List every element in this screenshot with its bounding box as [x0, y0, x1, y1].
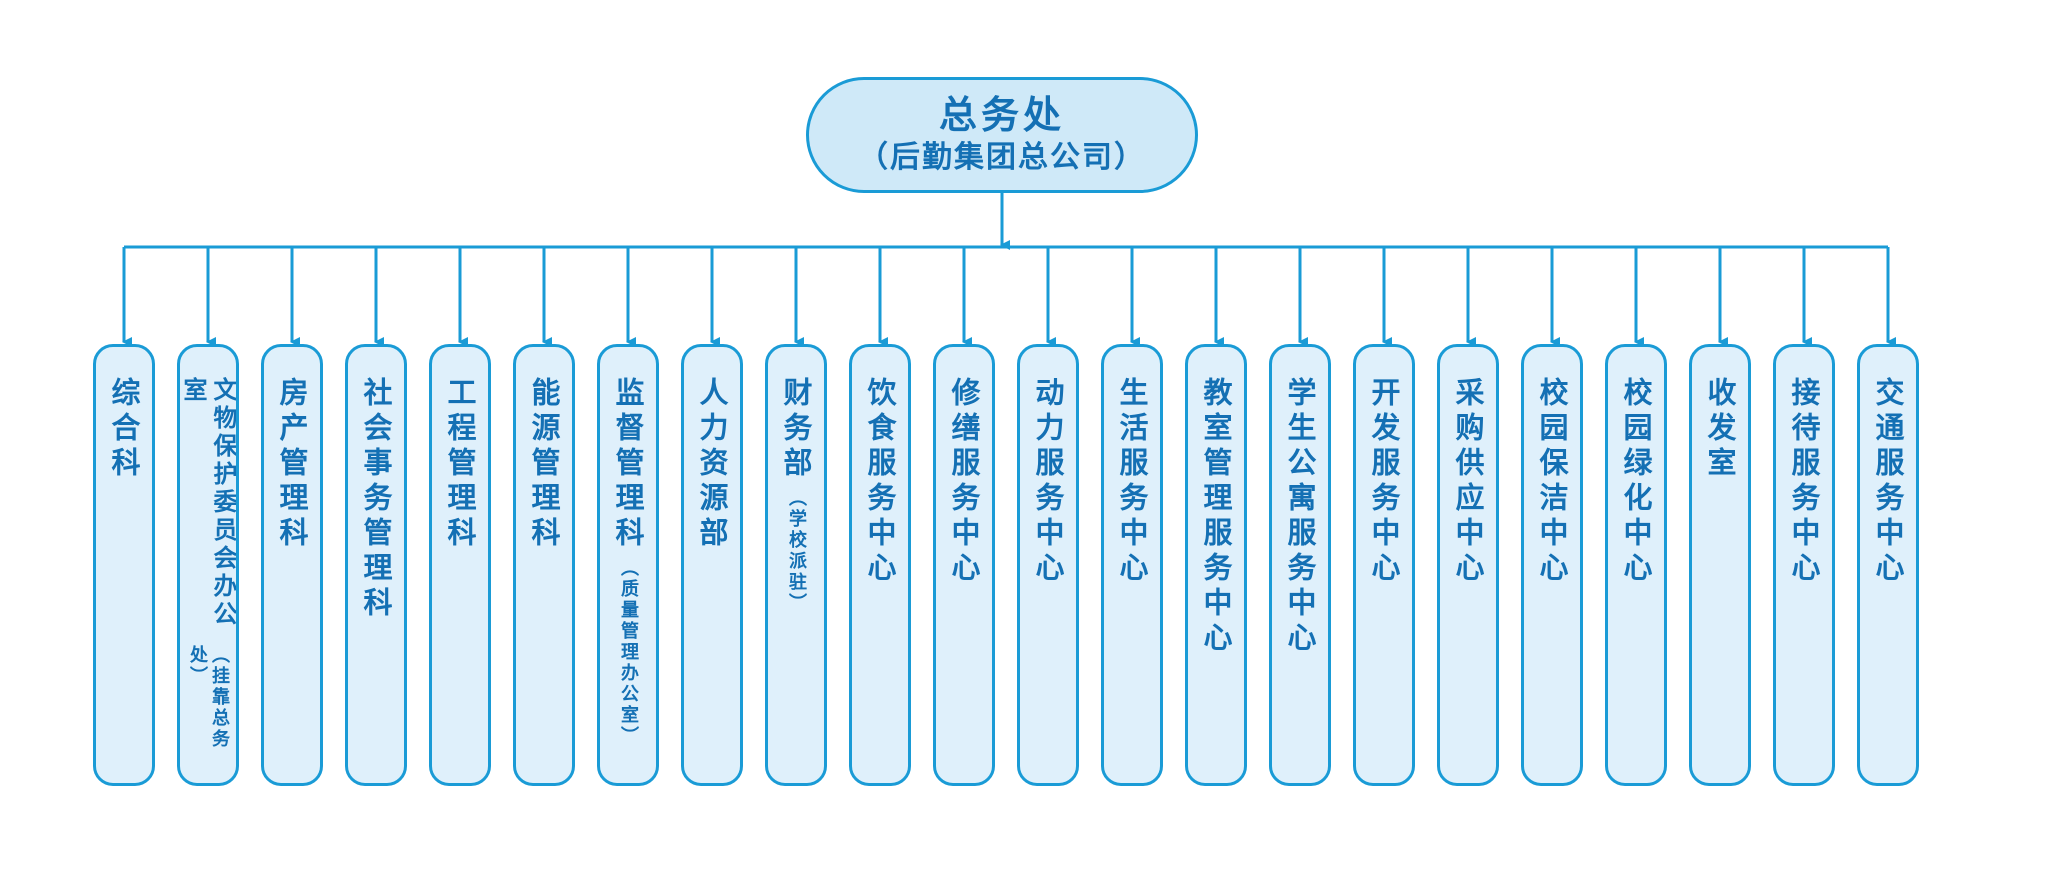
- department-name: 校园绿化中心: [1619, 377, 1653, 587]
- department-node: 动力服务中心: [1017, 344, 1079, 786]
- department-name: 修缮服务中心: [947, 377, 981, 587]
- department-node: 房产管理科: [261, 344, 323, 786]
- department-name: 饮食服务中心: [863, 377, 897, 587]
- department-name: 校园保洁中心: [1535, 377, 1569, 587]
- root-node-general-affairs: 总务处 （后勤集团总公司）: [806, 77, 1198, 193]
- department-node: 人力资源部: [681, 344, 743, 786]
- department-node: 综合科: [93, 344, 155, 786]
- department-node: 生活服务中心: [1101, 344, 1163, 786]
- department-node: 开发服务中心: [1353, 344, 1415, 786]
- department-name: 综合科: [107, 377, 141, 482]
- department-name: 教室管理服务中心: [1199, 377, 1233, 657]
- department-name: 工程管理科: [443, 377, 477, 552]
- department-node: 财务部 （学校派驻）: [765, 344, 827, 786]
- department-note: （学校派驻）: [786, 488, 807, 614]
- department-node: 饮食服务中心: [849, 344, 911, 786]
- department-node: 采购供应中心: [1437, 344, 1499, 786]
- department-node: 文物保护委员会办公室 （挂靠总务处）: [177, 344, 239, 786]
- department-name: 收发室: [1703, 377, 1737, 482]
- department-name: 人力资源部: [695, 377, 729, 552]
- department-name: 动力服务中心: [1031, 377, 1065, 587]
- department-name: 交通服务中心: [1871, 377, 1905, 587]
- department-node: 社会事务管理科: [345, 344, 407, 786]
- department-note: （质量管理办公室）: [618, 558, 639, 747]
- department-name: 财务部: [779, 377, 813, 482]
- department-node: 学生公寓服务中心: [1269, 344, 1331, 786]
- root-title: 总务处: [938, 93, 1065, 137]
- department-note: （挂靠总务处）: [187, 645, 230, 751]
- department-node: 教室管理服务中心: [1185, 344, 1247, 786]
- department-name: 生活服务中心: [1115, 377, 1149, 587]
- department-name: 社会事务管理科: [359, 377, 393, 622]
- department-node: 工程管理科: [429, 344, 491, 786]
- department-name: 能源管理科: [527, 377, 561, 552]
- department-name: 监督管理科: [611, 377, 645, 552]
- department-name: 接待服务中心: [1787, 377, 1821, 587]
- department-node: 校园保洁中心: [1521, 344, 1583, 786]
- department-name: 采购供应中心: [1451, 377, 1485, 587]
- department-node: 校园绿化中心: [1605, 344, 1667, 786]
- department-node: 能源管理科: [513, 344, 575, 786]
- department-name: 开发服务中心: [1367, 377, 1401, 587]
- department-name: 文物保护委员会办公室: [179, 377, 237, 629]
- department-node: 接待服务中心: [1773, 344, 1835, 786]
- department-name: 房产管理科: [275, 377, 309, 552]
- department-name: 学生公寓服务中心: [1283, 377, 1317, 657]
- department-node: 交通服务中心: [1857, 344, 1919, 786]
- department-node: 收发室: [1689, 344, 1751, 786]
- department-node: 修缮服务中心: [933, 344, 995, 786]
- department-node: 监督管理科 （质量管理办公室）: [597, 344, 659, 786]
- root-subtitle: （后勤集团总公司）: [858, 140, 1146, 175]
